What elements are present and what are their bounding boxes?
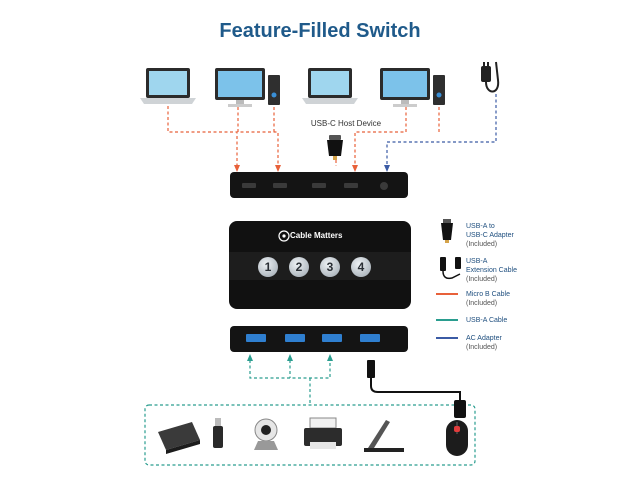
usb-extension-cable-icon — [440, 257, 461, 280]
switch-front-panel — [230, 326, 408, 352]
usb-extension-cable-icon — [367, 360, 466, 418]
micro-b-cable — [167, 106, 238, 166]
mouse-icon — [446, 420, 468, 456]
legend-usb-extension-cable: USB-A Extension Cable (Included) — [466, 258, 517, 283]
switch-button-4[interactable]: 4 — [351, 257, 371, 277]
legend-usb-a-cable: USB-A Cable — [466, 317, 508, 324]
laptop-icon — [140, 68, 196, 104]
page-title: Feature-Filled Switch — [219, 20, 421, 42]
switch-button-2[interactable]: 2 — [289, 257, 309, 277]
webcam-icon — [254, 418, 278, 450]
cable-matters-logo-icon — [278, 230, 290, 242]
switch-button-1[interactable]: 1 — [258, 257, 278, 277]
usb-c-adapter-icon — [327, 135, 343, 160]
laptop-icon — [302, 68, 358, 104]
switch-button-3[interactable]: 3 — [320, 257, 340, 277]
peripherals-dashed-box — [144, 404, 476, 466]
micro-b-cable — [237, 107, 279, 166]
power-adapter-icon — [481, 61, 500, 93]
legend-usb-a-swatch — [436, 319, 458, 321]
ac-adapter-cable — [386, 94, 497, 166]
usb-flash-drive-icon — [213, 418, 223, 448]
usb-c-adapter-icon — [441, 219, 453, 243]
brand-label: Cable Matters — [290, 231, 343, 240]
scanner-icon — [364, 420, 404, 452]
printer-icon — [304, 417, 342, 449]
switch-back-panel — [230, 172, 408, 198]
legend-usb-c-adapter: USB-A to USB-C Adapter (Included) — [466, 223, 514, 248]
legend-ac-adapter: AC Adapter (Included) — [466, 335, 502, 351]
desktop-monitor-icon — [215, 68, 280, 107]
usb-c-host-device-label: USB-C Host Device — [310, 119, 382, 128]
desktop-monitor-icon — [380, 68, 445, 107]
micro-b-cable — [354, 107, 407, 166]
legend-ac-adapter-swatch — [436, 337, 458, 339]
external-drive-icon — [158, 422, 200, 454]
legend-micro-b-swatch — [436, 293, 458, 295]
legend-micro-b-cable: Micro B Cable (Included) — [466, 291, 510, 307]
